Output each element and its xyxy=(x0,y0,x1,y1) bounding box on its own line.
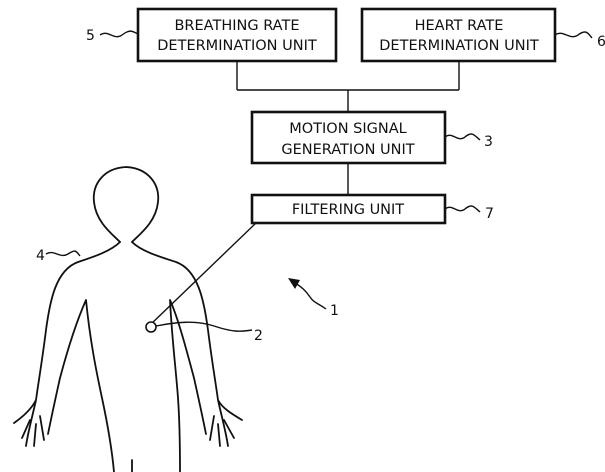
breathing-unit-label-line1: BREATHING RATE xyxy=(174,18,299,34)
filtering-unit-label: FILTERING UNIT xyxy=(292,202,404,218)
ref-3-leader xyxy=(444,133,481,141)
sensor-cable xyxy=(148,221,258,327)
ref-6-callout: 6 xyxy=(554,31,605,50)
ref-numeral-5: 5 xyxy=(86,28,95,44)
ref-1-arrowhead-icon xyxy=(288,278,300,289)
breathing-rate-unit-box: BREATHING RATE DETERMINATION UNIT xyxy=(136,7,338,63)
left-arm-outline xyxy=(13,241,121,447)
motion-signal-unit-box: MOTION SIGNAL GENERATION UNIT xyxy=(250,110,447,165)
ref-numeral-3: 3 xyxy=(484,134,493,150)
sensor-icon xyxy=(145,321,157,333)
motion-unit-label-line2: GENERATION UNIT xyxy=(281,142,414,158)
ref-7-leader xyxy=(444,205,481,213)
ref-numeral-4: 4 xyxy=(36,248,45,264)
ref-numeral-7: 7 xyxy=(485,206,494,222)
ref-2-leader xyxy=(155,321,253,332)
head-outline xyxy=(92,166,160,243)
ref-4-callout: 4 xyxy=(36,248,81,264)
left-torso-outline xyxy=(47,299,115,472)
ref-5-leader xyxy=(99,30,139,38)
heart-unit-label-line1: HEART RATE xyxy=(415,18,504,34)
ref-6-leader xyxy=(554,31,593,39)
ref-4-leader xyxy=(45,250,81,257)
ref-numeral-6: 6 xyxy=(597,34,605,50)
ref-numeral-1: 1 xyxy=(330,303,339,319)
right-arm-outline xyxy=(131,241,243,447)
connector-lines xyxy=(148,61,460,327)
ref-2-callout: 2 xyxy=(155,321,263,344)
ref-7-callout: 7 xyxy=(444,205,494,222)
motion-unit-label-line1: MOTION SIGNAL xyxy=(289,121,407,137)
ref-1-callout: 1 xyxy=(288,278,339,319)
heart-unit-label-line2: DETERMINATION UNIT xyxy=(379,38,539,54)
ref-3-callout: 3 xyxy=(444,133,493,150)
ref-1-leader xyxy=(291,280,327,310)
breathing-unit-label-line2: DETERMINATION UNIT xyxy=(157,38,317,54)
ref-numeral-2: 2 xyxy=(254,328,263,344)
human-body-outline xyxy=(13,166,243,472)
ref-5-callout: 5 xyxy=(86,28,139,44)
right-torso-outline xyxy=(169,299,207,472)
heart-rate-unit-box: HEART RATE DETERMINATION UNIT xyxy=(360,7,557,63)
filtering-unit-box: FILTERING UNIT xyxy=(250,193,447,225)
